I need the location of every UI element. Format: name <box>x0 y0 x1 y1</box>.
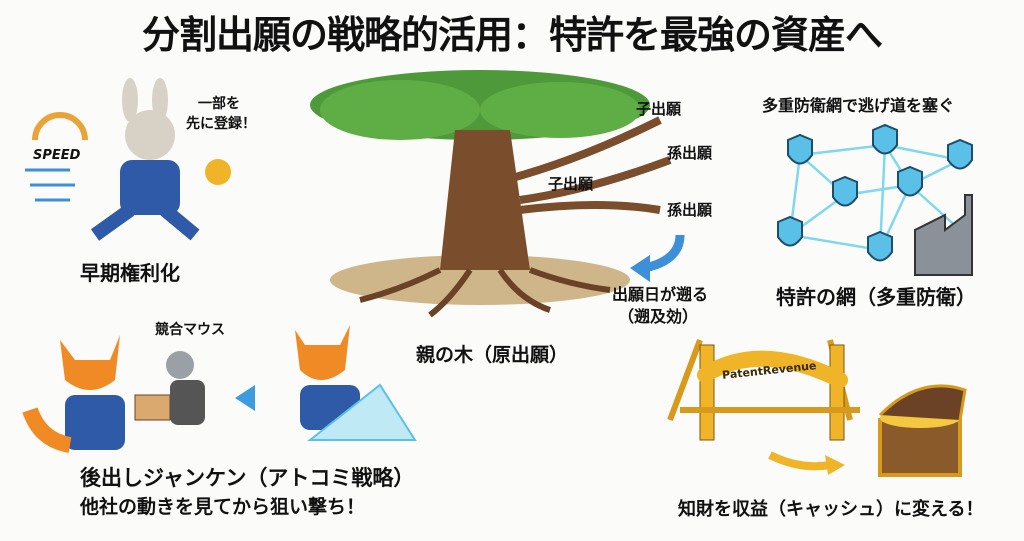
mouse-icon <box>170 380 205 425</box>
treasure-chest-icon <box>880 420 960 475</box>
shield-icon <box>778 217 802 246</box>
parent-tree-caption: 親の木（原出願） <box>416 345 568 367</box>
retroactive-line2: （遡及効） <box>618 308 698 326</box>
shield-icon <box>833 177 857 206</box>
tree-illustration <box>310 70 680 315</box>
revenue-caption: 知財を収益（キャッシュ）に変える！ <box>678 500 983 521</box>
shield-icon <box>868 232 892 261</box>
shield-icon <box>788 135 812 164</box>
box-icon <box>135 395 170 420</box>
network-heading: 多重防衛網で逃げ道を塞ぐ <box>762 97 954 115</box>
arrow-right-icon <box>235 385 255 411</box>
retroactive-line1: 出願日が遡る <box>612 286 708 304</box>
speed-gauge-icon <box>35 115 85 140</box>
fox-caption-line1: 後出しジャンケン（アトコミ戦略） <box>80 466 414 490</box>
mouse-label: 競合マウス <box>155 322 225 338</box>
fox-caption-line2: 他社の動きを見てから狙い撃ち！ <box>80 497 365 519</box>
fox-scene <box>30 325 415 450</box>
speed-gauge-label: SPEED <box>33 149 80 164</box>
network-caption: 特許の網（多重防衛） <box>776 286 976 309</box>
tree-trunk <box>440 130 530 270</box>
early-rights-caption: 早期権利化 <box>80 262 180 285</box>
rabbit-bubble-line1: 一部を <box>198 96 240 112</box>
branch-label-child-2: 子出願 <box>548 176 593 193</box>
revenue-scene <box>670 340 965 475</box>
shield-icon <box>898 167 922 196</box>
shield-icon <box>873 125 897 154</box>
factory-icon <box>915 195 972 275</box>
branch-label-grandchild-2: 孫出願 <box>667 202 712 219</box>
branch-label-child-1: 子出願 <box>636 101 681 118</box>
medal-icon <box>205 159 231 185</box>
rabbit-bubble-line2: 先に登録！ <box>186 116 256 132</box>
retro-arrow <box>645 235 680 268</box>
branch-label-grandchild-1: 孫出願 <box>667 145 712 162</box>
shield-icon <box>948 140 972 169</box>
